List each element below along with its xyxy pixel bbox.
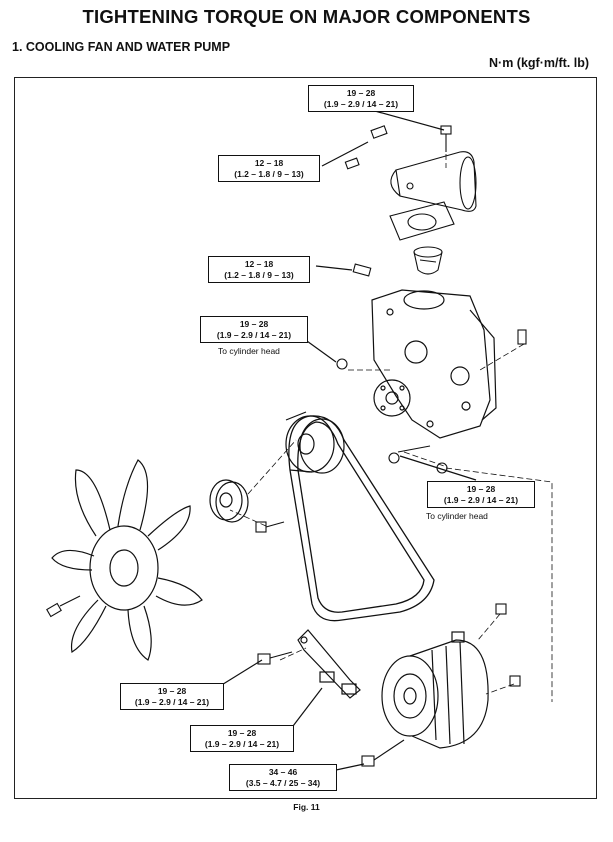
section-heading: 1. COOLING FAN AND WATER PUMP	[12, 40, 231, 54]
torque-metric: 19 – 28	[346, 88, 376, 98]
torque-callout-adjusting-bar: 19 – 28 (1.9 – 2.9 / 14 – 21)	[190, 725, 294, 752]
torque-callout-alternator-bolt: 34 – 46 (3.5 – 4.7 / 25 – 34)	[229, 764, 337, 791]
torque-callout-sensor-upper: 12 – 18 (1.2 – 1.8 / 9 – 13)	[218, 155, 320, 182]
page-title: TIGHTENING TORQUE ON MAJOR COMPONENTS	[82, 6, 531, 27]
torque-metric: 19 – 28	[239, 319, 269, 329]
spacer	[209, 479, 249, 523]
units-label: N·m (kgf·m/ft. lb)	[489, 56, 589, 70]
torque-range: (1.9 – 2.9 / 14 – 21)	[216, 329, 292, 340]
gasket	[389, 201, 455, 241]
cooling-fan	[51, 459, 203, 661]
fan-bolts	[46, 521, 285, 618]
torque-range: (3.5 – 4.7 / 25 – 34)	[245, 777, 321, 788]
belt	[288, 415, 435, 622]
torque-range: (1.2 – 1.8 / 9 – 13)	[224, 269, 294, 280]
torque-metric: 12 – 18	[244, 259, 274, 269]
figure-frame	[14, 77, 597, 799]
leader-lines	[219, 107, 477, 771]
pump-flange	[373, 379, 411, 417]
alternator	[381, 631, 489, 749]
assembly-lines	[229, 145, 553, 702]
torque-callout-outlet-bolt: 19 – 28 (1.9 – 2.9 / 14 – 21)	[308, 85, 414, 112]
fan-pulley	[285, 411, 345, 474]
torque-metric: 19 – 28	[227, 728, 257, 738]
torque-metric: 19 – 28	[466, 484, 496, 494]
bolt-top	[440, 125, 452, 152]
thermostat	[413, 246, 443, 275]
water-outlet	[390, 151, 477, 212]
bracket-bolt	[257, 651, 293, 665]
water-pump-housing	[371, 289, 497, 439]
torque-callout-sensor-lower: 12 – 18 (1.2 – 1.8 / 9 – 13)	[208, 256, 310, 283]
adjusting-bar	[297, 629, 361, 699]
torque-range: (1.2 – 1.8 / 9 – 13)	[234, 168, 304, 179]
figure-caption: Fig. 11	[293, 802, 320, 812]
torque-callout-pump-nut: 19 – 28 (1.9 – 2.9 / 14 – 21)	[200, 316, 308, 343]
alternator-bolts	[361, 603, 521, 767]
torque-range: (1.9 – 2.9 / 14 – 21)	[323, 98, 399, 109]
torque-range: (1.9 – 2.9 / 14 – 21)	[204, 738, 280, 749]
torque-metric: 12 – 18	[254, 158, 284, 168]
torque-range: (1.9 – 2.9 / 14 – 21)	[134, 696, 210, 707]
sensors	[344, 125, 527, 345]
torque-metric: 19 – 28	[157, 686, 187, 696]
torque-metric: 34 – 46	[268, 767, 298, 777]
torque-callout-bracket-bolt: 19 – 28 (1.9 – 2.9 / 14 – 21)	[120, 683, 224, 710]
torque-range: (1.9 – 2.9 / 14 – 21)	[443, 494, 519, 505]
torque-callout-pump-bolt: 19 – 28 (1.9 – 2.9 / 14 – 21)	[427, 481, 535, 508]
nuts	[336, 358, 448, 474]
cylinder-head-note: To cylinder head	[218, 346, 280, 356]
cylinder-head-note: To cylinder head	[426, 511, 488, 521]
